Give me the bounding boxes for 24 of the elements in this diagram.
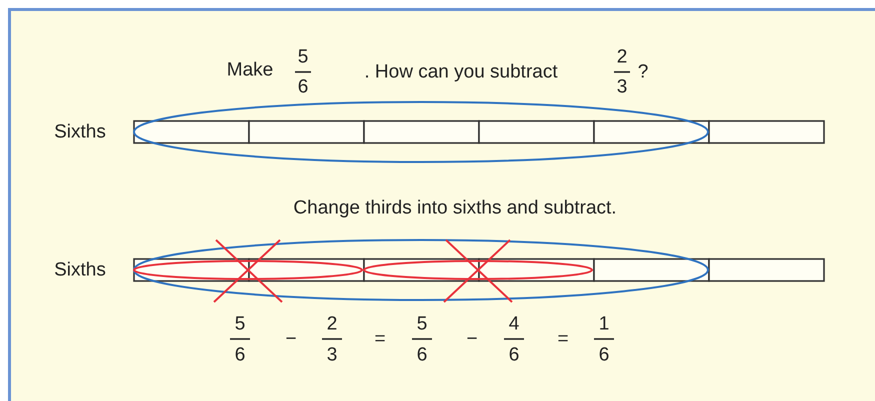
numerator: 5 bbox=[234, 314, 246, 334]
denominator: 6 bbox=[234, 346, 246, 364]
minus-sign: − bbox=[466, 330, 478, 348]
equals-sign: = bbox=[374, 330, 386, 348]
denominator: 6 bbox=[508, 346, 520, 364]
denominator: 6 bbox=[298, 78, 308, 96]
numerator: 2 bbox=[326, 314, 338, 334]
instruction-text: Change thirds into sixths and subtract. bbox=[293, 198, 617, 218]
row-label: Sixths bbox=[54, 260, 106, 280]
minus-sign: − bbox=[285, 330, 297, 348]
question-text: ? bbox=[638, 62, 648, 82]
row-label: Sixths bbox=[54, 122, 106, 142]
numerator: 4 bbox=[508, 314, 520, 334]
question-text: Make bbox=[226, 60, 274, 80]
denominator: 6 bbox=[416, 346, 428, 364]
numerator: 1 bbox=[598, 314, 610, 334]
denominator: 6 bbox=[598, 346, 610, 364]
denominator: 3 bbox=[326, 346, 338, 364]
numerator: 5 bbox=[298, 48, 308, 66]
equals-sign: = bbox=[557, 330, 569, 348]
numerator: 2 bbox=[616, 48, 628, 66]
numerator: 5 bbox=[416, 314, 428, 334]
question-text: . How can you subtract bbox=[364, 62, 558, 82]
denominator: 3 bbox=[616, 78, 628, 96]
